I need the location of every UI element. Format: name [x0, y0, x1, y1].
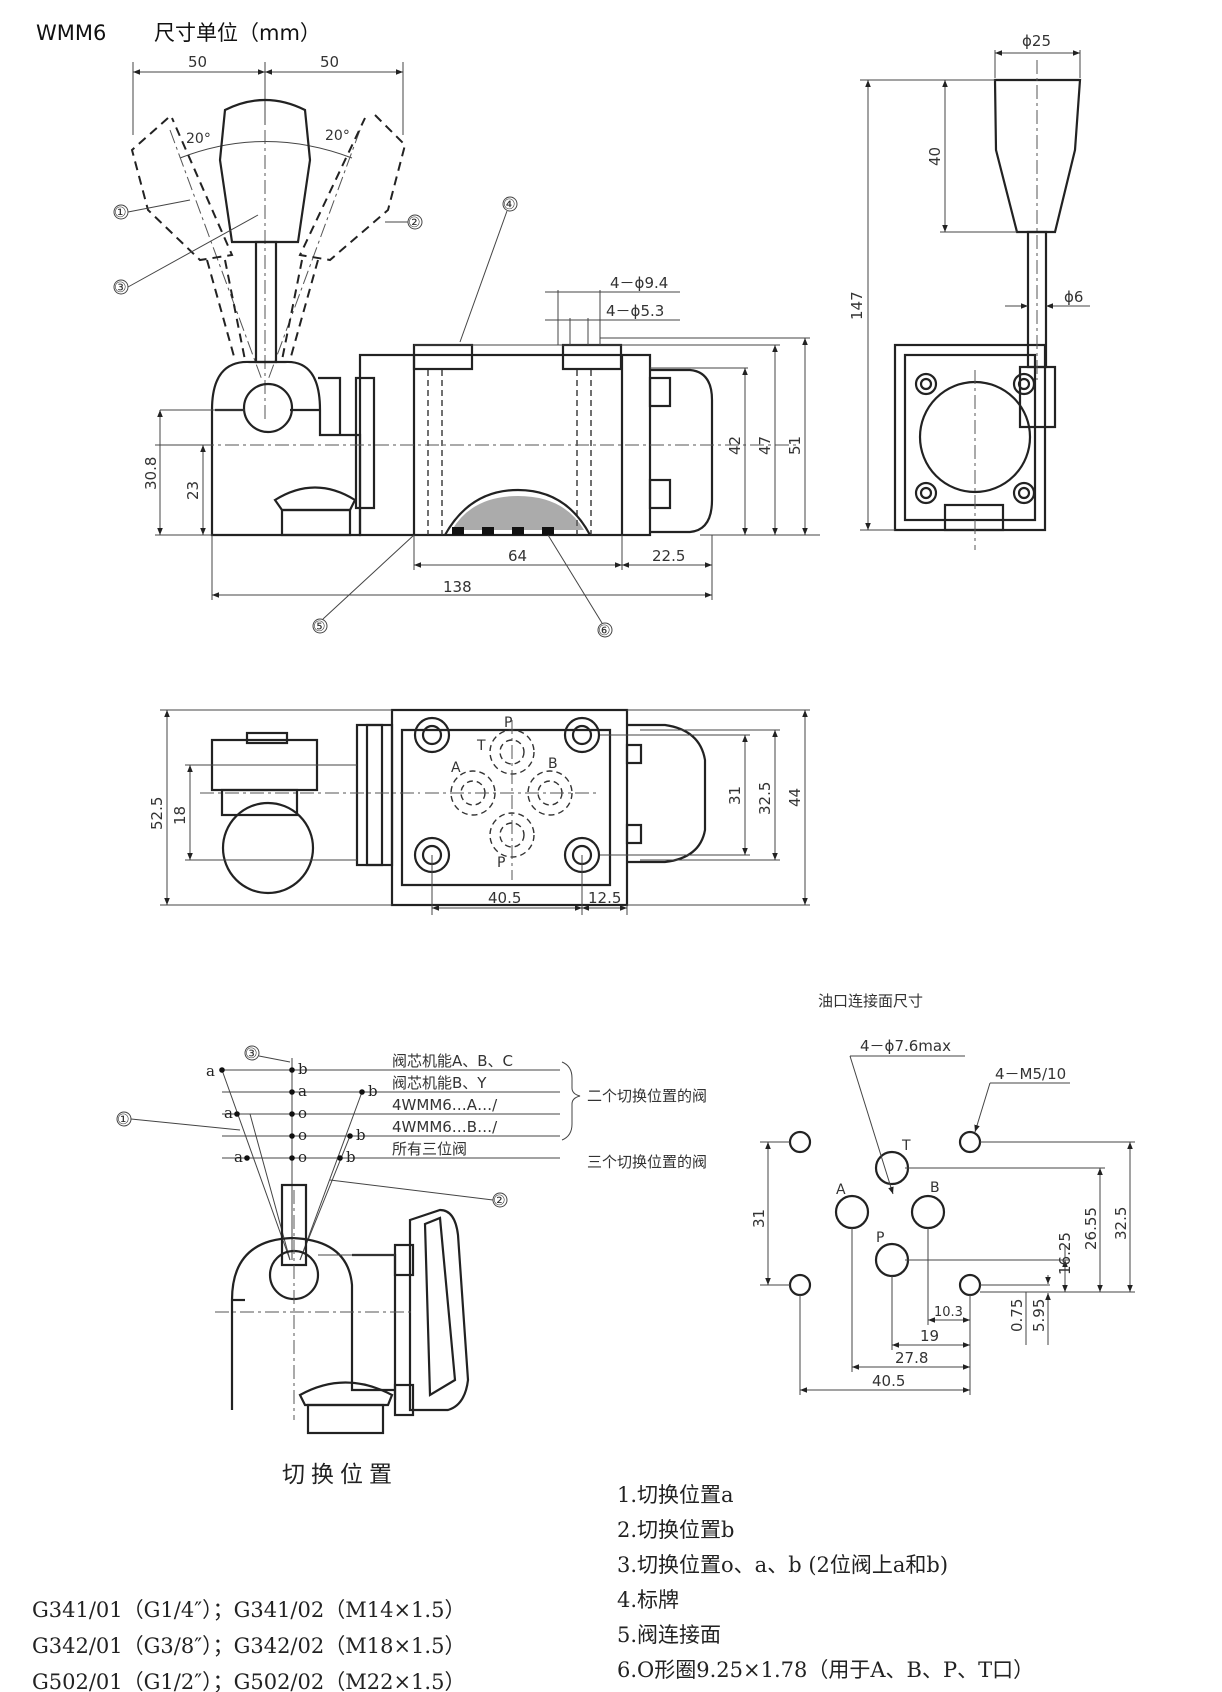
row4-text: 4WMM6…B…/: [392, 1118, 498, 1136]
row2-text: 阀芯机能B、Y: [392, 1074, 487, 1092]
dim-right-50: 50: [320, 53, 339, 71]
switch-callout-3: ③: [245, 1046, 258, 1062]
callout-1: ①: [114, 205, 127, 221]
dim-23: 23: [184, 481, 202, 500]
callout-3: ③: [114, 280, 127, 296]
legend-item-4: 4.标牌: [617, 1588, 679, 1612]
dim-12-5: 12.5: [588, 889, 621, 907]
dim-22-5: 22.5: [652, 547, 685, 565]
mf-dim-10-3: 10.3: [934, 1305, 963, 1320]
dim-left-50: 50: [188, 53, 207, 71]
top-view: P T A B P 52.5 18 31 32.5: [148, 708, 810, 915]
mf-dim-40-5: 40.5: [872, 1372, 905, 1390]
mf-port-t: T: [901, 1138, 911, 1154]
row4-right: b: [356, 1126, 366, 1144]
mounting-face: 油口连接面尺寸 T A B P 4－ϕ7.6max 4－M5/10 31: [750, 992, 1135, 1395]
sub-plate-3: G502/01（G1/2″）；G502/02（M22×1.5）: [32, 1670, 465, 1692]
row1-left: a: [206, 1062, 215, 1080]
mf-dim-5-95: 5.95: [1030, 1299, 1048, 1332]
mf-port-p: P: [876, 1230, 884, 1246]
dim-40-5: 40.5: [488, 889, 521, 907]
switch-caption: 切换位置: [282, 1462, 398, 1488]
callout-5: ⑤: [313, 619, 326, 635]
mf-dim-16-25: 16.25: [1056, 1232, 1074, 1275]
row2-mid: a: [298, 1082, 307, 1100]
port-a: A: [451, 760, 461, 776]
row5-mid: o: [298, 1148, 307, 1166]
callout-2: ②: [408, 215, 421, 231]
port-b: B: [548, 756, 558, 772]
dim-31: 31: [726, 786, 744, 805]
row3-mid: o: [298, 1104, 307, 1122]
dim-147: 147: [848, 291, 866, 320]
mf-hole-max: 4－ϕ7.6max: [860, 1037, 951, 1055]
mf-port-b: B: [930, 1180, 940, 1196]
switch-callout-1: ①: [117, 1112, 130, 1128]
mf-dim-27-8: 27.8: [895, 1349, 928, 1367]
row1-mid: b: [298, 1060, 308, 1078]
front-view: 50 50 20° 20°: [113, 53, 820, 639]
switch-position-diagram: a b a b a o o b a o b 阀芯机能A、B、C 阀芯机能B、Y …: [116, 1045, 707, 1488]
dim-holes-5-3: 4－ϕ5.3: [606, 302, 664, 320]
port-p-top: P: [504, 715, 512, 731]
dim-40: 40: [926, 147, 944, 166]
dim-angle-left: 20°: [186, 131, 211, 147]
mf-dim-32-5: 32.5: [1112, 1207, 1130, 1240]
row3-left: a: [224, 1104, 233, 1122]
dim-18: 18: [171, 806, 189, 825]
legend: 1.切换位置a 2.切换位置b 3.切换位置o、a、b (2位阀上a和b) 4.…: [617, 1483, 1034, 1682]
mf-dim-26-55: 26.55: [1082, 1207, 1100, 1250]
callout-6: ⑥: [598, 623, 611, 639]
legend-item-2: 2.切换位置b: [617, 1518, 734, 1542]
dim-52-5: 52.5: [148, 797, 166, 830]
model-title: WMM6: [36, 21, 106, 45]
row1-text: 阀芯机能A、B、C: [392, 1052, 513, 1070]
sub-plate-2: G342/01（G3/8″）；G342/02（M18×1.5）: [32, 1634, 465, 1658]
row4-mid: o: [298, 1126, 307, 1144]
group-three-label: 三个切换位置的阀: [587, 1153, 707, 1171]
dim-32-5: 32.5: [756, 782, 774, 815]
row5-left: a: [234, 1148, 243, 1166]
dim-d6: ϕ6: [1064, 288, 1083, 306]
group-two-label: 二个切换位置的阀: [587, 1087, 707, 1105]
sub-plate-list: G341/01（G1/4″）；G341/02（M14×1.5） G342/01（…: [32, 1598, 465, 1692]
dim-51: 51: [786, 436, 804, 455]
sub-plate-1: G341/01（G1/4″）；G341/02（M14×1.5）: [32, 1598, 465, 1622]
dim-47: 47: [756, 436, 774, 455]
mf-dim-19: 19: [920, 1327, 939, 1345]
mf-port-a: A: [836, 1182, 846, 1198]
dim-30-8: 30.8: [142, 457, 160, 490]
dim-42: 42: [726, 436, 744, 455]
dim-44: 44: [786, 788, 804, 807]
dim-angle-right: 20°: [325, 128, 350, 144]
row3-text: 4WMM6…A…/: [392, 1096, 498, 1114]
row5-text: 所有三位阀: [392, 1140, 467, 1158]
legend-item-1: 1.切换位置a: [617, 1483, 734, 1507]
switch-callout-2: ②: [493, 1193, 506, 1209]
dim-d25: ϕ25: [1022, 32, 1051, 50]
mf-thread: 4－M5/10: [995, 1065, 1066, 1083]
port-p-bottom: P: [497, 855, 505, 871]
mounting-title: 油口连接面尺寸: [818, 992, 923, 1010]
header: WMM6 尺寸单位（mm）: [36, 21, 321, 45]
dim-138: 138: [443, 578, 472, 596]
callout-4: ④: [503, 197, 516, 213]
mf-dim-31: 31: [750, 1209, 768, 1228]
row2-right: b: [368, 1082, 378, 1100]
mf-dim-0-75: 0.75: [1008, 1299, 1026, 1332]
port-t: T: [476, 738, 486, 754]
unit-title: 尺寸单位（mm）: [154, 21, 321, 45]
legend-item-3: 3.切换位置o、a、b (2位阀上a和b): [617, 1553, 948, 1577]
legend-item-5: 5.阀连接面: [617, 1623, 721, 1647]
dim-holes-9-4: 4－ϕ9.4: [610, 274, 668, 292]
legend-item-6: 6.O形圈9.25×1.78（用于A、B、P、T口）: [617, 1658, 1034, 1682]
side-view: ϕ25 40 147 ϕ6: [848, 32, 1090, 550]
dim-64: 64: [508, 547, 527, 565]
row5-right: b: [346, 1148, 356, 1166]
